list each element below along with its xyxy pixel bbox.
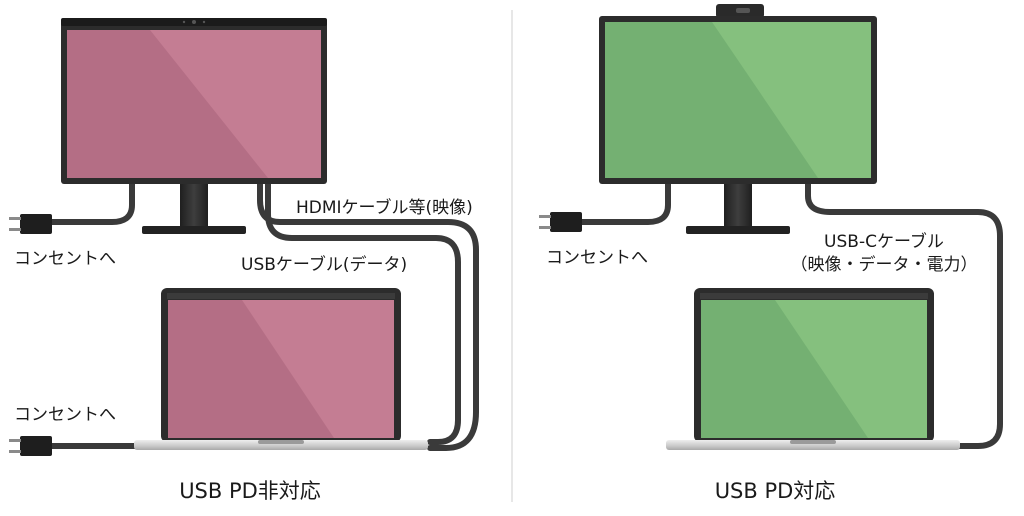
- left-laptop-base: [134, 440, 428, 450]
- left-monitor-stand-neck: [180, 182, 208, 228]
- left-monitor-camera-icon: [192, 20, 196, 24]
- right-laptop-screen-glare: [775, 300, 927, 438]
- left-laptop-lid-top: [167, 293, 395, 299]
- right-panel: コンセントへ USB-Cケーブル （映像・データ・電力） USB PD対応: [539, 4, 1003, 503]
- left-caption: USB PD非対応: [179, 479, 321, 503]
- hdmi-cable-label: HDMIケーブル等(映像): [296, 197, 473, 218]
- usbc-cable: [805, 179, 1003, 449]
- hdmi-cable: [257, 179, 479, 451]
- right-monitor-plug-icon: [539, 212, 582, 232]
- right-laptop-base: [666, 440, 960, 450]
- left-laptop-screen-glare: [242, 300, 394, 438]
- left-cables: [49, 179, 479, 451]
- usbc-cable-label-line1: USB-Cケーブル: [824, 231, 944, 252]
- right-laptop: [666, 288, 960, 450]
- usb-cable-label: USBケーブル(データ): [241, 254, 407, 275]
- left-monitor-sensor2-icon: [202, 20, 206, 24]
- right-laptop-lid-top: [700, 293, 928, 299]
- left-monitor-plug-icon: [9, 214, 52, 234]
- left-laptop-notch: [258, 440, 304, 444]
- right-monitor-stand-base: [686, 226, 790, 234]
- left-laptop: [134, 288, 428, 450]
- right-monitor-power-cable: [579, 179, 671, 225]
- left-outlet-label-monitor: コンセントへ: [14, 249, 116, 269]
- left-panel: コンセントへ コンセントへ HDMIケーブル等(映像) USBケーブル(データ)…: [9, 18, 479, 503]
- left-monitor-power-cable: [49, 179, 135, 225]
- right-monitor-screen-glare: [712, 22, 871, 178]
- right-monitor: [599, 4, 877, 234]
- right-caption: USB PD対応: [715, 479, 836, 503]
- left-monitor-sensor-icon: [182, 20, 186, 24]
- left-laptop-plug-icon: [9, 436, 52, 456]
- right-laptop-notch: [790, 440, 836, 444]
- right-cables: [579, 179, 1003, 449]
- usbc-cable-label-line2: （映像・データ・電力）: [791, 254, 978, 275]
- left-monitor: [61, 18, 327, 234]
- left-monitor-screen-glare: [150, 30, 321, 178]
- left-outlet-label-laptop: コンセントへ: [14, 405, 116, 425]
- right-monitor-stand-neck: [724, 182, 752, 228]
- left-monitor-stand-base: [142, 226, 246, 234]
- right-outlet-label-monitor: コンセントへ: [546, 248, 648, 268]
- usb-data-cable: [265, 179, 461, 445]
